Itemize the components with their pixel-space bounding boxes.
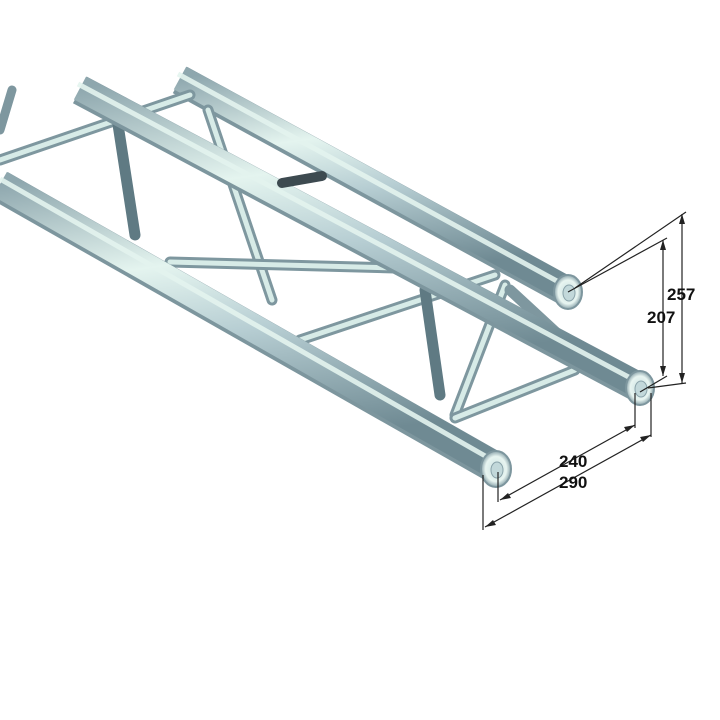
- dimension-arrows: [485, 214, 685, 527]
- dimension-label-240: 240: [559, 452, 587, 471]
- dimension-label-257: 257: [667, 285, 695, 304]
- dimension-label-207: 207: [647, 308, 675, 327]
- connector-pin: [277, 171, 327, 188]
- middle-chord: [72, 76, 655, 406]
- bottom-chord: [0, 171, 512, 488]
- dimension-label-290: 290: [559, 473, 587, 492]
- top-chord: [172, 66, 583, 310]
- dimension-lines: [482, 211, 687, 530]
